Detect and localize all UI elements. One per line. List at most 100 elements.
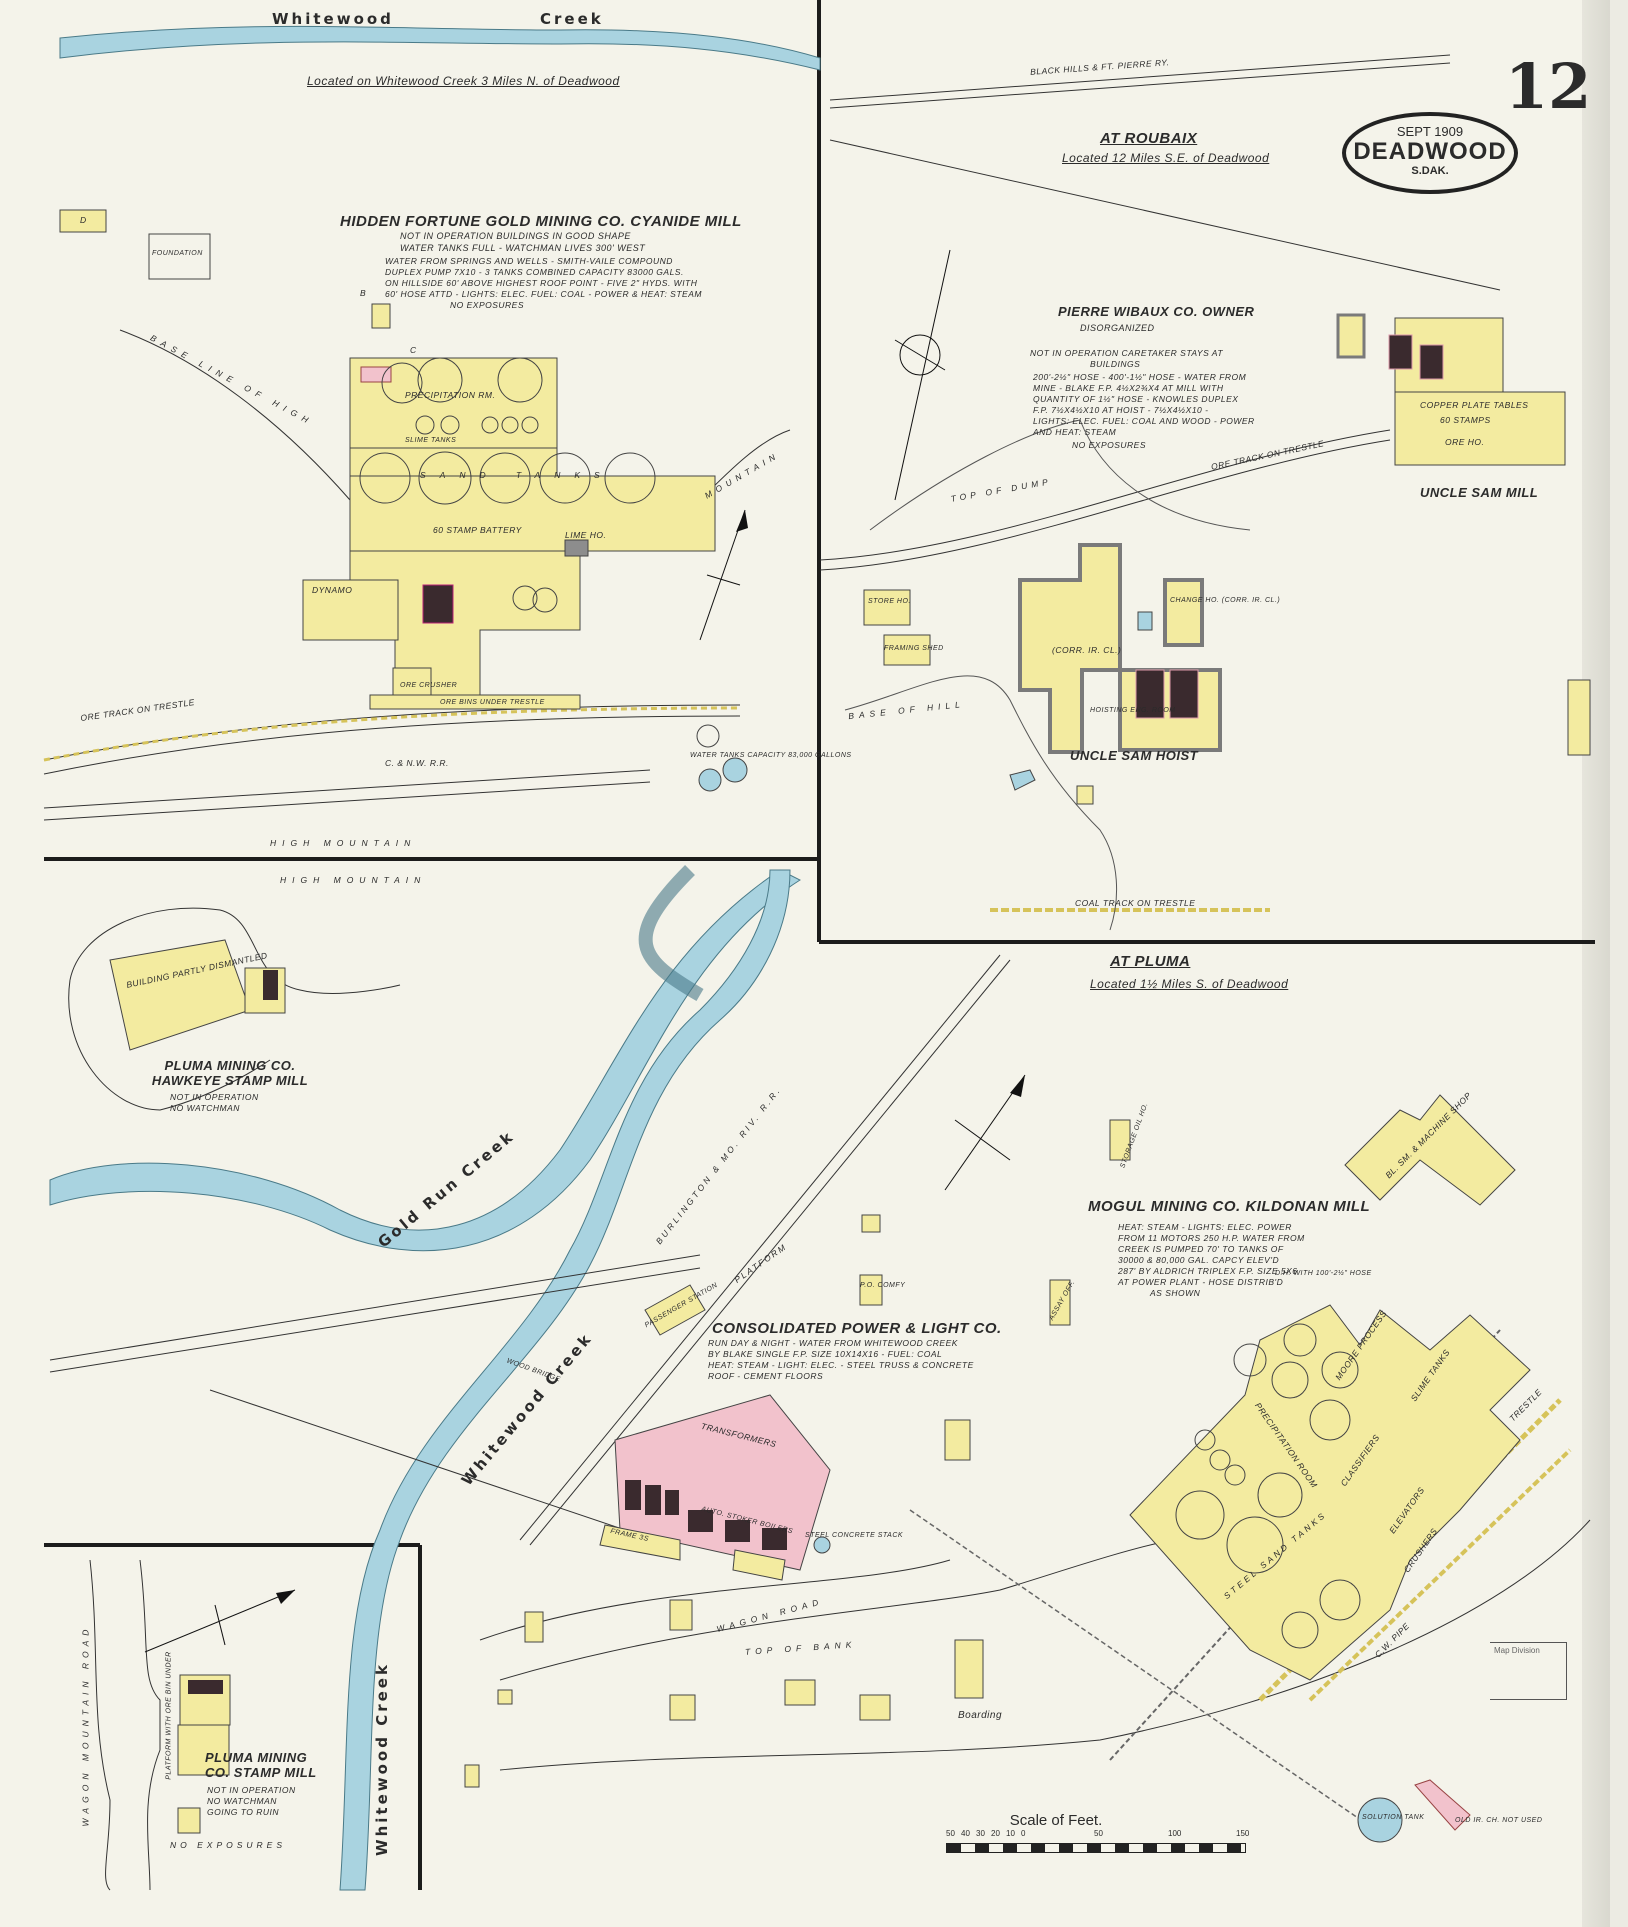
- solution-tank: [1357, 1797, 1403, 1843]
- pluma-whitewood-creek-label: Whitewood Creek: [372, 1662, 391, 1856]
- mogul-note-3: creek is pumped 70' to tanks of: [1118, 1244, 1284, 1254]
- ore-house-label: Ore Ho.: [1445, 437, 1485, 447]
- scale-ticks: 50 40 30 20 10 0 50 100 150: [946, 1829, 1250, 1843]
- ore-bins-label: Ore Bins Under Trestle: [440, 699, 545, 706]
- scale-tick: 10: [1006, 1829, 1015, 1838]
- steel-stack-label: Steel Concrete Stack: [805, 1532, 904, 1539]
- stamps-label: 60 Stamps: [1440, 415, 1491, 425]
- pluma-stamp-status-2: No Watchman: [207, 1796, 277, 1806]
- mogul-note-6: at power plant - hose distrib'd: [1118, 1277, 1284, 1287]
- consolidated-note-1: Run day & night - Water from Whitewood C…: [708, 1338, 958, 1348]
- mogul-note-4: 30000 & 80,000 gal. capcy elev'd: [1118, 1255, 1280, 1265]
- mogul-note-2: from 11 motors 250 H.P. Water from: [1118, 1233, 1305, 1243]
- lime-house-label: Lime Ho.: [565, 530, 607, 540]
- scale-tick: 40: [961, 1829, 970, 1838]
- hidden-fortune-note-3: on hillside 60' above highest roof point…: [385, 278, 698, 288]
- roubaix-exposures: No Exposures: [1072, 440, 1147, 450]
- pluma-location: Located 1½ Miles S. of Deadwood: [1090, 977, 1289, 991]
- roubaix-location: Located 12 Miles S.E. of Deadwood: [1062, 151, 1270, 165]
- creek-label-creek: Creek: [540, 10, 604, 28]
- building-c-label: C: [410, 345, 417, 355]
- solution-tank-label: Solution Tank: [1362, 1814, 1425, 1821]
- whitewood-creek-top: [59, 25, 821, 71]
- roubaix-heading: At Roubaix: [1100, 130, 1198, 147]
- scale-tick: 50: [1094, 1829, 1103, 1838]
- post-office-label: P.O. Comfy: [860, 1282, 906, 1289]
- scale-tick: 150: [1236, 1829, 1250, 1838]
- compass-rose: [894, 249, 951, 501]
- building-b-label: B: [360, 288, 367, 298]
- hidden-fortune-exposures: No Exposures: [450, 300, 525, 310]
- precipitation-room-label: Precipitation Rm.: [405, 390, 496, 400]
- uncle-sam-mill-title: Uncle Sam Mill: [1420, 485, 1539, 500]
- roubaix-status-2: buildings: [1090, 359, 1141, 369]
- hidden-fortune-note-2: duplex pump 7x10 - 3 tanks combined capa…: [385, 267, 684, 277]
- pluma-stamp-status-1: Not in Operation: [207, 1785, 296, 1795]
- consolidated-note-2: by Blake single F.P. size 10x14x16 - Fue…: [708, 1349, 943, 1359]
- gold-run-creek: [49, 869, 802, 1252]
- store-house-label: Store Ho.: [868, 598, 911, 605]
- hidden-fortune-status-2: Water Tanks Full - Watchman Lives 300' W…: [400, 243, 646, 253]
- scale-tick: 100: [1168, 1829, 1182, 1838]
- pluma-stamp-exposures: No Exposures: [170, 1840, 287, 1850]
- sand-tanks-label: Sand Tanks: [420, 470, 614, 480]
- hoisting-eng-label: Hoisting Eng. Room: [1090, 707, 1176, 714]
- scale-bar: Scale of Feet. 50 40 30 20 10 0 50 100 1…: [946, 1812, 1250, 1853]
- consolidated-power-building: [614, 1394, 831, 1571]
- roubaix-owner: Pierre Wibaux Co. Owner: [1058, 304, 1255, 319]
- sheet-number: 12: [1505, 50, 1592, 123]
- hidden-fortune-mill-building: [59, 209, 716, 710]
- high-mountain-label: High Mountain: [270, 838, 417, 848]
- scale-tick: 20: [991, 1829, 1000, 1838]
- water-tanks-label: Water Tanks Capacity 83,000 Gallons: [690, 752, 852, 759]
- hidden-fortune-note-1: Water from springs and wells - Smith-Vai…: [385, 256, 673, 266]
- mogul-note-7: as shown: [1150, 1288, 1201, 1298]
- sheet-date: SEPT 1909: [1396, 124, 1464, 139]
- wagon-mountain-road-label: Wagon Mountain Road: [80, 1624, 91, 1827]
- mogul-note-1: Heat: Steam - Lights: Elec. Power: [1118, 1222, 1292, 1232]
- scale-tick: 0: [1021, 1829, 1026, 1838]
- hidden-fortune-title: Hidden Fortune Gold Mining Co. Cyanide M…: [340, 213, 742, 230]
- hawkeye-high-mountain: High Mountain: [280, 875, 427, 885]
- north-arrow-2: [944, 1074, 1026, 1191]
- roubaix-note-2: mine - Blake F.P. 4½x2¾x4 at mill with: [1033, 383, 1224, 393]
- railroad-label: C. & N.W. R.R.: [385, 758, 449, 768]
- roubaix-note-6: and Heat: Steam: [1033, 427, 1117, 437]
- roubaix-note-5: Lights: Elec. Fuel: Coal and Wood - Powe…: [1033, 416, 1255, 426]
- mogul-title: Mogul Mining Co. Kildonan Mill: [1088, 1198, 1371, 1215]
- page-edge: [1582, 0, 1610, 1927]
- uncle-sam-hoist-title: Uncle Sam Hoist: [1070, 748, 1199, 763]
- scale-label: Scale of Feet.: [1009, 1812, 1103, 1829]
- title-block: SEPT 1909 DEADWOOD S.DAK.: [1342, 112, 1518, 194]
- hawkeye-title: Pluma Mining Co. Hawkeye Stamp Mill: [151, 1058, 309, 1088]
- hidden-fortune-note-4: 60' hose attd - Lights: Elec. Fuel: Coal…: [385, 289, 702, 299]
- dh-hose-label: D.H. with 100'-2½" Hose: [1275, 1270, 1372, 1277]
- change-house-label: Change Ho. (Corr. Ir. Cl.): [1170, 597, 1281, 604]
- ore-crusher-label: Ore Crusher: [400, 682, 458, 689]
- map-division-stamp: Map Division: [1490, 1642, 1567, 1700]
- mogul-mill-building: [1129, 1304, 1531, 1681]
- roubaix-status-1: Not in operation Caretaker stays at: [1030, 348, 1224, 358]
- framing-shed-label: Framing Shed: [884, 645, 944, 652]
- mogul-note-5: 287' by Aldrich triplex F.P. size 5x6: [1118, 1266, 1298, 1276]
- old-chimney-label: Old Ir. Ch. Not Used: [1455, 1817, 1543, 1824]
- pluma-stamp-status-3: Going to Ruin: [207, 1807, 279, 1817]
- hidden-fortune-status-1: Not In Operation Buildings In Good Shape: [400, 231, 631, 241]
- whitewood-creek: [339, 869, 791, 1891]
- scale-graphic: [946, 1843, 1246, 1853]
- slime-tanks-label: Slime Tanks: [405, 437, 457, 444]
- hawkeye-status-2: No Watchman: [170, 1103, 240, 1113]
- city-name: DEADWOOD: [1353, 138, 1507, 165]
- copper-plate-tables-label: Copper Plate Tables: [1420, 400, 1529, 410]
- consolidated-note-4: roof - Cement floors: [708, 1371, 824, 1381]
- dwelling-label: D: [80, 215, 87, 225]
- creek-label-whitewood: Whitewood: [272, 10, 394, 28]
- roubaix-note-4: F.P. 7½x4½x10 at hoist - 7½x4½x10 -: [1033, 405, 1209, 415]
- coal-track-label: Coal Track on Trestle: [1075, 898, 1196, 908]
- hawkeye-status-1: Not in Operation: [170, 1092, 259, 1102]
- pluma-stamp-title: Pluma Mining Co. Stamp Mill: [205, 1750, 317, 1780]
- passenger-station: [644, 1284, 706, 1336]
- scale-tick: 50: [946, 1829, 955, 1838]
- hoist-corr-label: (Corr. Ir. Cl.): [1052, 645, 1122, 655]
